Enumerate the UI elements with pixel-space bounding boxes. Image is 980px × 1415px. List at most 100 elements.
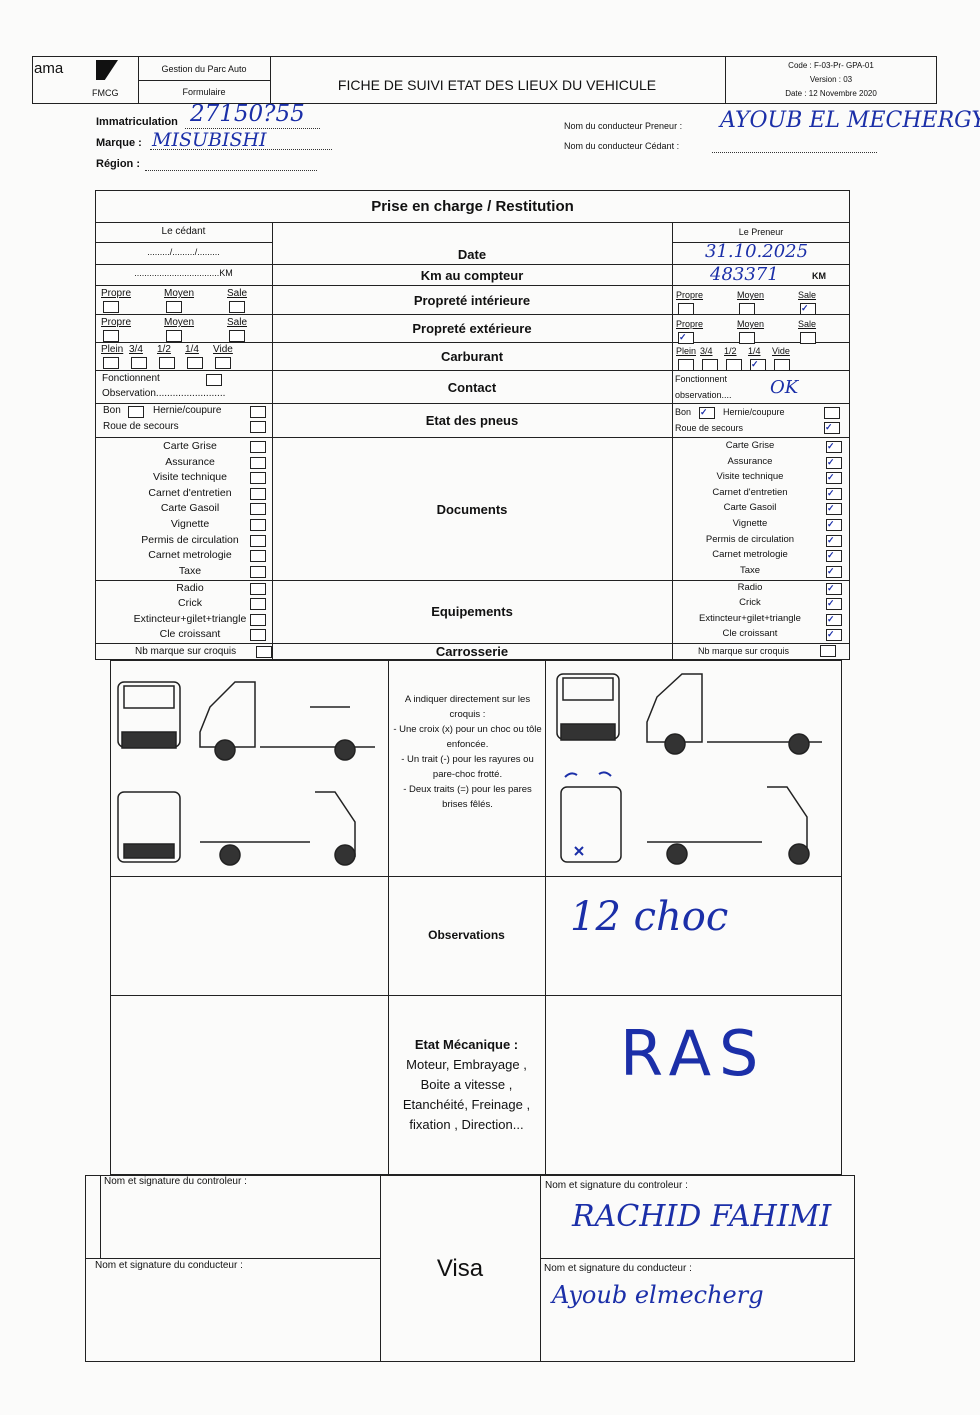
mecanique-section: [110, 995, 842, 1175]
cedant-documents-checkbox[interactable]: [250, 503, 266, 516]
cedant-documents-checkbox[interactable]: [250, 487, 266, 500]
preneur-contact-obs[interactable]: OK: [770, 377, 799, 398]
preneur-conducteur-label: Nom et signature du conducteur :: [544, 1263, 692, 1274]
cedant-prop-int-option-label: Moyen: [164, 288, 195, 299]
visa-label: Visa: [436, 1255, 484, 1282]
preneur-value[interactable]: AYOUB EL MECHERGY: [720, 108, 980, 133]
cedant-hernie-checkbox[interactable]: [250, 406, 266, 418]
cedant-documents-checkbox[interactable]: [250, 519, 266, 531]
preneur-bon-checkbox[interactable]: ✓: [699, 407, 715, 419]
cedant-observation[interactable]: Observation.........................: [102, 388, 226, 399]
instruction-line: - Deux traits (=) pour les pares brises …: [403, 784, 532, 810]
vehicle-sketch-right: [556, 673, 822, 865]
cedant-carburant-option-label: 3/4: [129, 344, 143, 355]
cedant-nb-marque-box[interactable]: [256, 646, 272, 658]
preneur-documents-checkbox[interactable]: ✓: [826, 519, 842, 531]
table-title: Prise en charge / Restitution: [371, 198, 574, 215]
preneur-documents-item: Permis de circulation: [705, 533, 795, 545]
sketch-instructions: A indiquer directement sur les croquis :…: [390, 692, 545, 812]
cedant-prop-ext-option-label: Propre: [101, 317, 132, 328]
cedant-documents-checkbox[interactable]: [250, 472, 266, 485]
preneur-documents-checkbox[interactable]: ✓: [826, 487, 842, 500]
cedant-documents-checkbox[interactable]: [250, 565, 266, 578]
preneur-equipements-item: Radio: [737, 582, 763, 593]
preneur-documents-checkbox[interactable]: ✓: [826, 503, 842, 516]
van-rear-icon: [117, 791, 181, 863]
row-carburant: Carburant: [440, 349, 504, 364]
cedant-km[interactable]: ..................................KM: [134, 268, 233, 278]
cedant-roue-checkbox[interactable]: [250, 421, 266, 433]
cedant-documents-checkbox[interactable]: [250, 456, 266, 469]
department: Gestion du Parc Auto: [161, 64, 247, 74]
immat-value[interactable]: 27150?55: [190, 101, 305, 127]
preneur-documents-checkbox[interactable]: ✓: [826, 441, 842, 453]
preneur-nb-marque-box[interactable]: [820, 645, 836, 657]
preneur-equipements-checkbox[interactable]: ✓: [826, 613, 842, 626]
doc-type: Formulaire: [182, 87, 226, 97]
cedant-documents-item: Assurance: [165, 455, 215, 468]
cedant-documents-checkbox[interactable]: [250, 441, 266, 453]
preneur-equipements-checkbox[interactable]: ✓: [826, 583, 842, 595]
cedant-roue: Roue de secours: [103, 421, 179, 432]
preneur-equipements-item: Extincteur+gilet+triangle: [699, 612, 801, 624]
cedant-carburant-checkbox[interactable]: [187, 357, 203, 369]
preneur-carburant-checkbox[interactable]: [702, 359, 718, 371]
preneur-carburant-option-label: Plein: [676, 346, 697, 356]
cedant-prop-ext-checkbox[interactable]: [229, 330, 245, 342]
cedant-prop-int-checkbox[interactable]: [103, 301, 119, 313]
cedant-carburant-checkbox[interactable]: [159, 357, 175, 369]
cedant-documents-item: Carnet d'entretien: [148, 486, 232, 499]
preneur-documents-item: Carnet metrologie: [712, 549, 788, 561]
preneur-documents-checkbox[interactable]: ✓: [826, 472, 842, 485]
cedant-carburant-checkbox[interactable]: [103, 357, 119, 369]
cedant-documents-checkbox[interactable]: [250, 534, 266, 547]
preneur-prop-int-option-label: Moyen: [737, 290, 765, 300]
preneur-prop-ext-option-label: Sale: [798, 319, 817, 329]
preneur-roue-checkbox[interactable]: ✓: [824, 422, 840, 434]
marque-value[interactable]: MISUBISHI: [152, 129, 267, 151]
preneur-controleur-signature[interactable]: RACHID FAHIMI: [572, 1199, 832, 1234]
preneur-observation[interactable]: observation....: [675, 390, 732, 400]
preneur-hernie-checkbox[interactable]: [824, 407, 840, 419]
cedant-equipements-checkbox[interactable]: [250, 598, 266, 611]
row-documents: Documents: [436, 502, 508, 517]
cedant-bon-checkbox[interactable]: [128, 406, 144, 418]
mecanique-value[interactable]: RAS: [620, 1017, 767, 1090]
cedant-controleur-label: Nom et signature du controleur :: [104, 1176, 247, 1187]
cedant-prop-ext-checkbox[interactable]: [103, 330, 119, 342]
preneur-carburant-checkbox[interactable]: [726, 359, 742, 371]
cedant-equipements-checkbox[interactable]: [250, 628, 266, 641]
preneur-prop-ext-checkbox[interactable]: ✓: [678, 332, 694, 344]
preneur-documents-checkbox[interactable]: ✓: [826, 565, 842, 578]
preneur-prop-ext-checkbox[interactable]: [739, 332, 755, 344]
preneur-equipements-checkbox[interactable]: ✓: [826, 628, 842, 641]
cedant-carburant-checkbox[interactable]: [131, 357, 147, 369]
region-label: Région :: [96, 158, 140, 170]
cedant-contact-checkbox[interactable]: [206, 374, 222, 386]
preneur-conducteur-signature[interactable]: Ayoub elmecherg: [552, 1281, 764, 1309]
preneur-carburant-checkbox[interactable]: [678, 359, 694, 371]
cedant-prop-ext-checkbox[interactable]: [166, 330, 182, 342]
cedant-equipements-checkbox[interactable]: [250, 583, 266, 595]
preneur-prop-int-checkbox[interactable]: [739, 303, 755, 315]
cedant-prop-int-checkbox[interactable]: [166, 301, 182, 313]
preneur-equipements-checkbox[interactable]: ✓: [826, 598, 842, 611]
preneur-carburant-checkbox[interactable]: ✓: [750, 359, 766, 371]
preneur-prop-ext-checkbox[interactable]: [800, 332, 816, 344]
cedant-prop-int-checkbox[interactable]: [229, 301, 245, 313]
cedant-documents-checkbox[interactable]: [250, 550, 266, 563]
preneur-prop-int-checkbox[interactable]: [678, 303, 694, 315]
preneur-km[interactable]: 483371: [710, 264, 779, 285]
preneur-documents-checkbox[interactable]: ✓: [826, 534, 842, 547]
cedant-carburant-checkbox[interactable]: [215, 357, 231, 369]
preneur-prop-ext-option-label: Moyen: [737, 319, 765, 329]
cedant-date[interactable]: ........./........./.........: [147, 247, 220, 257]
observations-value[interactable]: 12 choc: [570, 894, 729, 940]
preneur-prop-int-checkbox[interactable]: ✓: [800, 303, 816, 315]
cedant-equipements-checkbox[interactable]: [250, 613, 266, 626]
preneur-carburant-checkbox[interactable]: [774, 359, 790, 371]
cedant-equipements-item: Radio: [176, 582, 204, 594]
preneur-documents-checkbox[interactable]: ✓: [826, 550, 842, 563]
preneur-documents-checkbox[interactable]: ✓: [826, 456, 842, 469]
preneur-date[interactable]: 31.10.2025: [705, 241, 809, 262]
